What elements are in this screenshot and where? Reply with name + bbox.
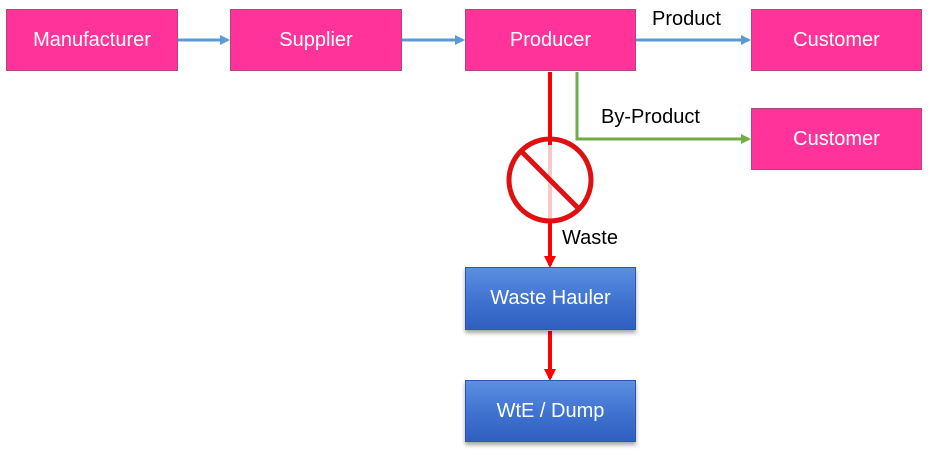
node-supplier-label: Supplier bbox=[279, 28, 353, 51]
node-wte-dump-label: WtE / Dump bbox=[496, 399, 605, 422]
node-manufacturer: Manufacturer bbox=[6, 9, 178, 71]
node-customer-product-label: Customer bbox=[793, 28, 880, 51]
arrow-producer-to-customer-byproduct bbox=[575, 72, 751, 144]
node-producer: Producer bbox=[465, 9, 636, 71]
node-waste-hauler-label: Waste Hauler bbox=[490, 287, 611, 309]
edge-label-waste: Waste bbox=[562, 227, 618, 249]
node-waste-hauler: Waste Hauler bbox=[465, 267, 636, 330]
edge-label-by-product: By-Product bbox=[601, 106, 700, 128]
edge-label-product: Product bbox=[652, 8, 721, 30]
node-wte-dump: WtE / Dump bbox=[465, 380, 636, 442]
node-customer-byproduct-label: Customer bbox=[793, 127, 880, 150]
node-manufacturer-label: Manufacturer bbox=[33, 28, 151, 51]
node-customer-byproduct: Customer bbox=[751, 108, 922, 170]
node-customer-product: Customer bbox=[751, 9, 922, 71]
node-supplier: Supplier bbox=[230, 9, 402, 71]
node-producer-label: Producer bbox=[509, 28, 592, 51]
no-entry-circle-slash-icon bbox=[506, 136, 594, 224]
